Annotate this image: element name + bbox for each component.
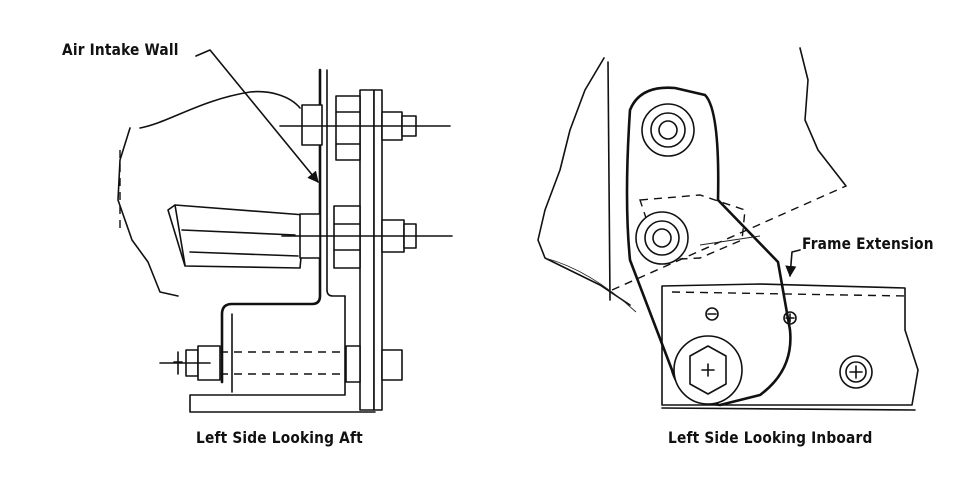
- frame-plate: [359, 89, 375, 411]
- frame-extension-body: [661, 283, 919, 406]
- air-intake-wall-leader: [195, 49, 319, 183]
- upper-structure-outline: [537, 57, 631, 306]
- mid-bolt: [635, 211, 689, 265]
- top-bolt-assembly: [279, 95, 451, 161]
- small-screw: [783, 311, 797, 325]
- structure-edge: [117, 127, 179, 297]
- left-view-caption: Left Side Looking Aft: [196, 428, 363, 447]
- frame-screw: [839, 355, 873, 389]
- structure-outline: [139, 90, 301, 129]
- left-view-drawing: [117, 49, 453, 413]
- pivot-bolt: [673, 335, 743, 405]
- right-view-caption: Left Side Looking Inboard: [668, 428, 873, 447]
- bracket-link: [625, 86, 792, 407]
- air-intake-wall-plate: [220, 68, 322, 384]
- frame-extension-leader: [785, 249, 801, 278]
- screw-marker: [705, 307, 719, 321]
- lower-bolt-assembly: [159, 345, 403, 383]
- right-view-drawing: [537, 47, 919, 411]
- air-intake-wall-label: Air Intake Wall: [62, 40, 179, 59]
- upper-bolt: [641, 103, 695, 157]
- middle-bolt-assembly: [281, 205, 453, 269]
- hidden-bracket-edge: [639, 194, 746, 261]
- frame-extension-label: Frame Extension: [802, 234, 934, 253]
